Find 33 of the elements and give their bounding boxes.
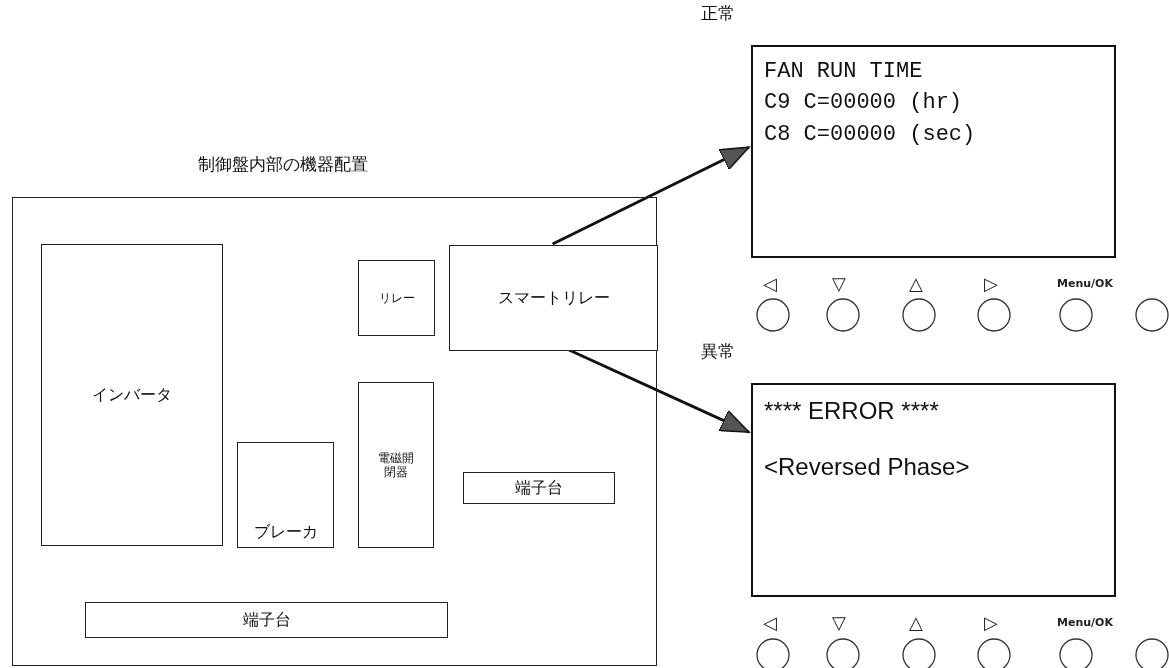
button-symbol: ▷ <box>984 272 998 294</box>
component-label: ブレーカ <box>253 521 318 541</box>
component-label: 端子台 <box>515 478 563 498</box>
screen-text: FAN RUN TIME <box>764 59 924 85</box>
button-symbol: ◁ <box>763 272 777 294</box>
button-caption: Menu/OK <box>1057 276 1113 290</box>
component-box <box>85 602 448 638</box>
status-heading: 異常 <box>701 340 735 363</box>
arrow <box>551 145 750 246</box>
button-symbol: ◁ <box>763 611 777 633</box>
button-symbol: △ <box>909 272 923 294</box>
panel-title: 制御盤内部の機器配置 <box>198 153 368 176</box>
screen-text: <Reversed Phase> <box>764 452 971 481</box>
component-label: 端子台 <box>242 610 291 630</box>
component-label: リレー <box>378 290 415 306</box>
screen-text: **** ERROR **** <box>764 397 940 425</box>
component-label: 電磁開閉器 <box>377 450 415 480</box>
button-symbol: ▽ <box>832 611 846 633</box>
component-box <box>358 260 435 336</box>
component-label: スマートリレー <box>497 288 610 308</box>
button-symbol: △ <box>909 611 923 633</box>
screen-text: C8 C=00000 (sec) <box>764 121 977 147</box>
component-box <box>41 244 223 546</box>
component-box <box>237 442 334 548</box>
component-label: インバータ <box>92 385 172 405</box>
component-box <box>358 382 434 548</box>
status-heading: 正常 <box>701 2 735 25</box>
component-box <box>463 472 615 504</box>
button-symbol: ▷ <box>984 611 998 633</box>
button-caption: Menu/OK <box>1057 615 1113 629</box>
screen-text: C9 C=00000 (hr) <box>764 90 964 116</box>
component-box <box>449 245 658 351</box>
button-symbol: ▽ <box>832 272 846 294</box>
